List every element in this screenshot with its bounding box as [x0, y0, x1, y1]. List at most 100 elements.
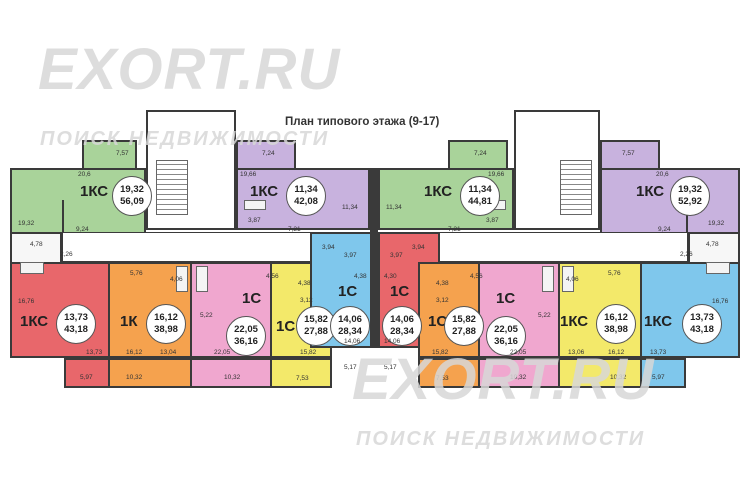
- room-area: 3,12: [300, 297, 313, 304]
- room-area: 3,87: [486, 217, 499, 224]
- total-area: 27,88: [452, 326, 476, 337]
- apartment-14-balcony: [640, 358, 686, 388]
- total-area: 52,92: [678, 196, 702, 207]
- living-area: 19,32: [120, 184, 144, 195]
- room-area: 2,26: [680, 251, 693, 258]
- room-area: 5,17: [344, 364, 357, 371]
- room-area: 7,57: [622, 150, 635, 157]
- room-area: 7,21: [448, 226, 461, 233]
- apartment-1-bath: [10, 232, 62, 264]
- apartment-type: 1С: [496, 290, 516, 307]
- apartment-type: 1С: [242, 290, 262, 307]
- living-area: 16,12: [154, 312, 178, 323]
- room-area: 4,56: [470, 273, 483, 280]
- apartment-1-balcony: [82, 140, 137, 170]
- room-area: 7,24: [262, 150, 275, 157]
- room-area: 4,06: [170, 276, 183, 283]
- room-area: 7,53: [296, 375, 309, 382]
- room-area: 3,97: [390, 252, 403, 259]
- living-area: 15,82: [304, 314, 328, 325]
- room-area: 20,6: [78, 171, 91, 178]
- living-area: 13,73: [64, 312, 88, 323]
- room-area: 5,17: [384, 364, 397, 371]
- room-area: 9,24: [658, 226, 671, 233]
- apartment-4-bath: [688, 232, 740, 264]
- apartment-2-balcony: [236, 140, 296, 170]
- room-area: 5,97: [652, 374, 665, 381]
- apartment-6-balcony: [108, 358, 192, 388]
- room-area: 4,38: [298, 280, 311, 287]
- apartment-8-balcony: [270, 358, 332, 388]
- total-area: 36,16: [494, 336, 518, 347]
- room-area: 14,06: [344, 338, 361, 345]
- room-area: 9,24: [76, 226, 89, 233]
- living-area: 14,06: [338, 314, 362, 325]
- living-area: 19,32: [678, 184, 702, 195]
- room-area: 19,66: [240, 171, 257, 178]
- living-area: 11,34: [468, 184, 492, 195]
- living-area: 15,82: [452, 314, 476, 325]
- apartment-type: 1КС: [80, 183, 109, 200]
- room-area: 4,78: [706, 241, 719, 248]
- room-area: 3,87: [248, 217, 261, 224]
- apartment-type: 1КС: [20, 313, 49, 330]
- apartment-type: 1КС: [250, 183, 279, 200]
- room-area: 16,12: [126, 349, 143, 356]
- total-area: 27,88: [304, 326, 328, 337]
- living-area: 22,05: [234, 324, 258, 335]
- room-area: 4,38: [436, 280, 449, 287]
- apartment-7-balcony: [190, 358, 272, 388]
- stairs-left: [156, 160, 188, 215]
- apartment-12-balcony: [478, 358, 560, 388]
- room-area: 19,66: [488, 171, 505, 178]
- bathtub: [706, 262, 730, 274]
- watermark-slogan: ПОИСК НЕДВИЖИМОСТИ: [356, 428, 646, 450]
- apartment-5-balcony: [64, 358, 110, 388]
- room-area: 16,76: [712, 298, 729, 305]
- room-area: 4,06: [566, 276, 579, 283]
- living-area: 11,34: [294, 184, 318, 195]
- total-area: 56,09: [120, 196, 144, 207]
- living-area: 13,73: [690, 312, 714, 323]
- room-area: 19,32: [18, 220, 35, 227]
- room-area: 10,32: [610, 374, 627, 381]
- room-area: 19,32: [708, 220, 725, 227]
- room-area: 2,26: [60, 251, 73, 258]
- total-area: 38,98: [154, 324, 178, 335]
- living-area: 22,05: [494, 324, 518, 335]
- inner-wall: [686, 200, 688, 232]
- room-area: 16,12: [608, 349, 625, 356]
- bathtub: [176, 266, 188, 292]
- inner-wall: [370, 168, 378, 348]
- total-area: 28,34: [338, 326, 362, 337]
- apartment-type: 1КС: [636, 183, 665, 200]
- room-area: 3,12: [436, 297, 449, 304]
- room-area: 16,76: [18, 298, 35, 305]
- room-area: 4,38: [354, 273, 367, 280]
- apartment-11-balcony: [418, 358, 480, 388]
- room-area: 10,32: [126, 374, 143, 381]
- apartment-type: 1С: [338, 283, 358, 300]
- room-area: 13,06: [568, 349, 585, 356]
- bathtub: [196, 266, 208, 292]
- bathtub: [562, 266, 574, 292]
- room-area: 22,05: [214, 349, 231, 356]
- room-area: 13,73: [650, 349, 667, 356]
- room-area: 22,05: [510, 349, 527, 356]
- room-area: 7,21: [288, 226, 301, 233]
- page-title: План типового этажа (9-17): [285, 116, 440, 128]
- total-area: 43,18: [64, 324, 88, 335]
- total-area: 42,08: [294, 196, 318, 207]
- living-area: 16,12: [604, 312, 628, 323]
- room-area: 13,73: [86, 349, 103, 356]
